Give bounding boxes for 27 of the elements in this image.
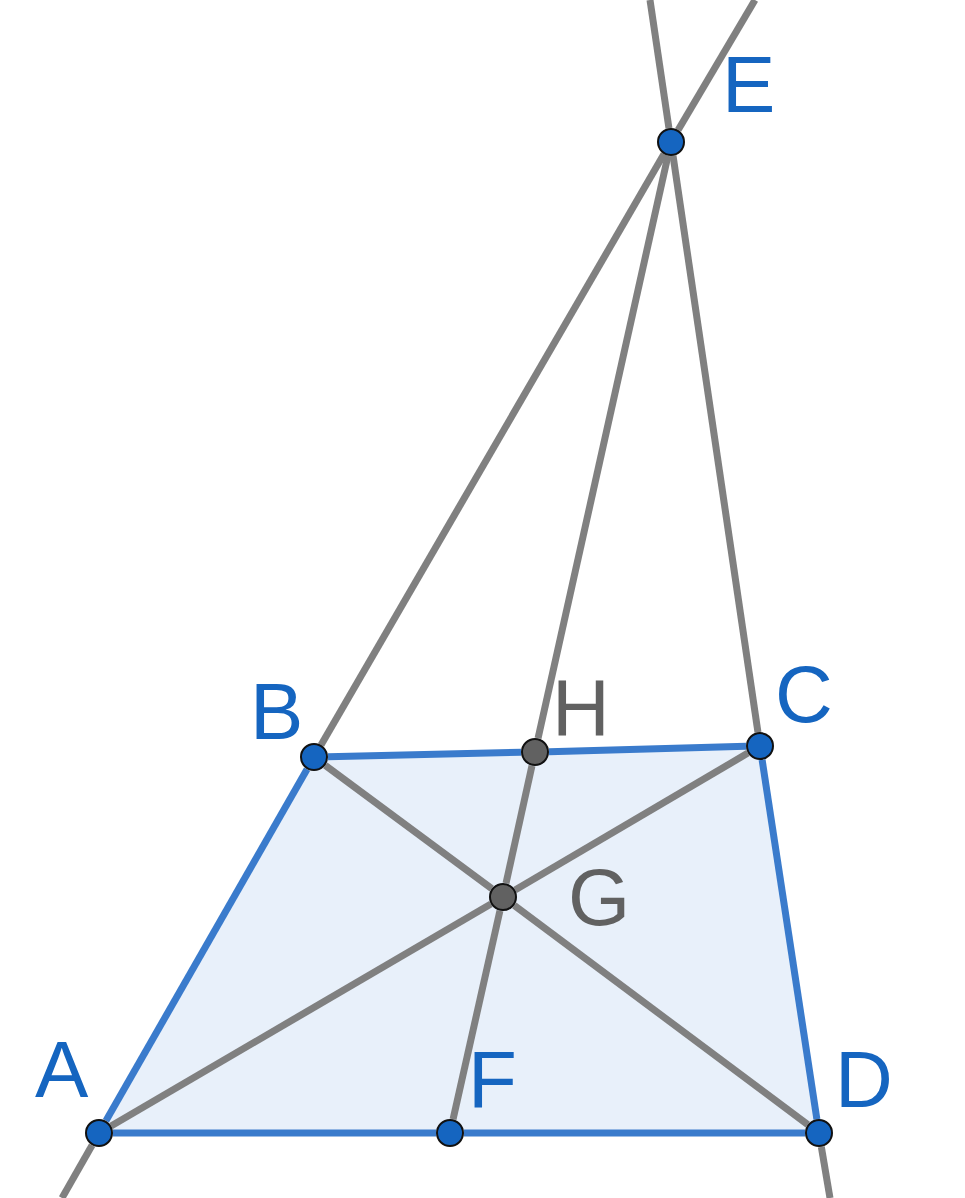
segment	[502, 764, 536, 885]
point-label: D	[835, 1040, 893, 1120]
line	[817, 1146, 834, 1198]
segment	[548, 742, 747, 756]
point-label: H	[552, 668, 610, 748]
segment	[109, 901, 493, 1129]
point-label: F	[468, 1040, 517, 1120]
segment	[102, 767, 311, 1123]
line	[58, 1143, 96, 1198]
segment	[534, 154, 672, 740]
point-label: C	[775, 655, 833, 735]
point-label: G	[568, 858, 631, 938]
point-label: E	[722, 45, 776, 125]
line	[646, 0, 673, 129]
point-label: B	[250, 672, 304, 752]
segment	[513, 750, 750, 893]
segment	[318, 152, 667, 747]
segment	[327, 748, 522, 761]
segment	[113, 1129, 436, 1137]
point-label: A	[35, 1030, 89, 1110]
segment	[669, 155, 762, 733]
segment	[323, 762, 494, 892]
segment	[512, 902, 810, 1128]
segment	[449, 909, 504, 1121]
line	[675, 0, 758, 132]
segment	[758, 759, 821, 1120]
segment	[464, 1129, 805, 1137]
